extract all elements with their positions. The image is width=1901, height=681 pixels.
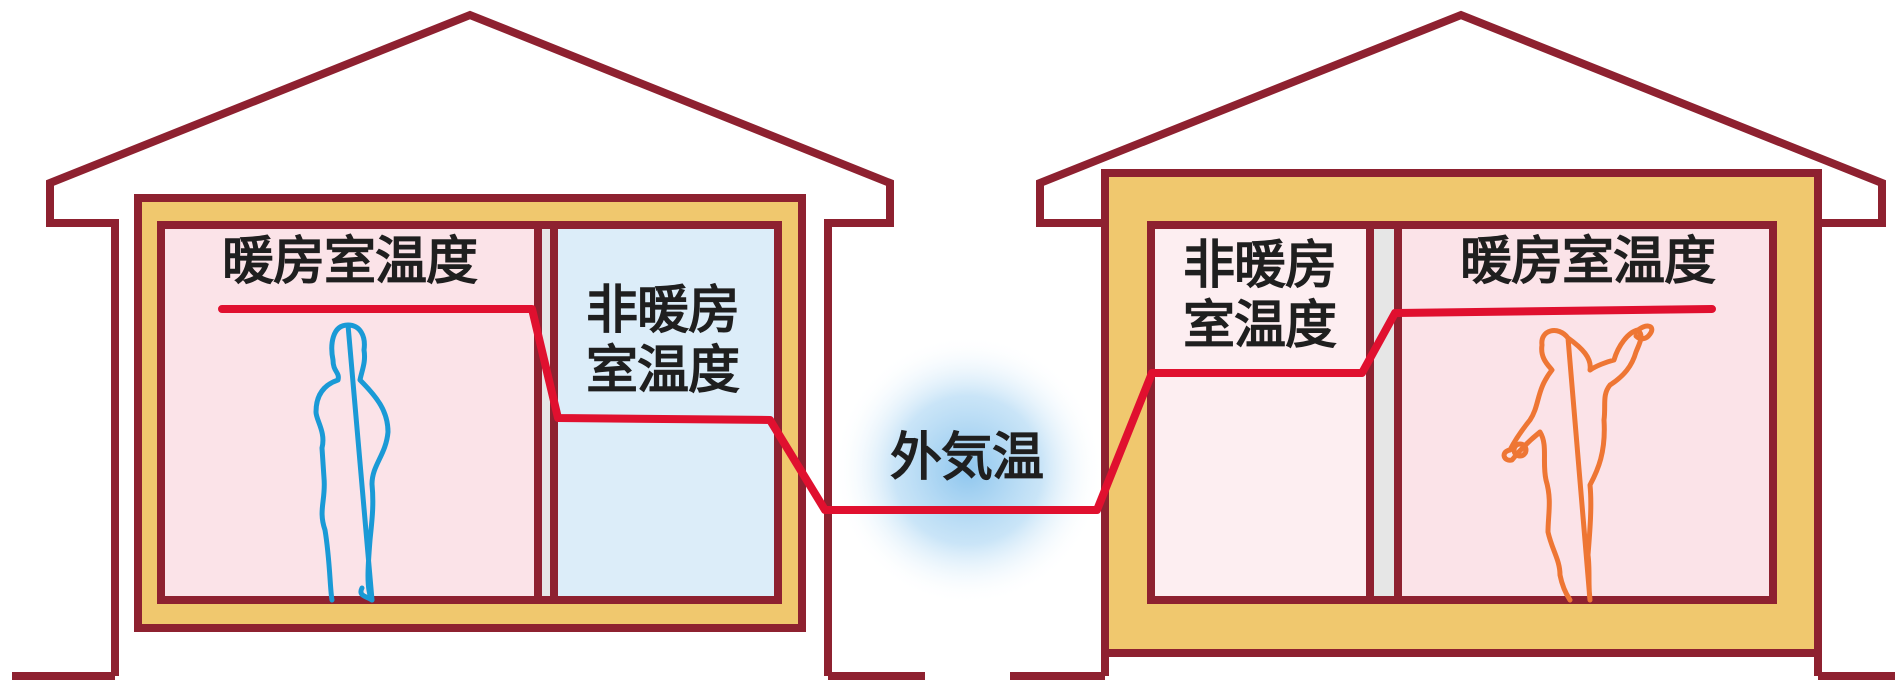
left-unheated-label-line2: 室温度: [586, 341, 740, 401]
right-unheated-label-line1: 非暖房: [1183, 236, 1337, 296]
left-house-roof: [46, 10, 894, 676]
left-heated-room-temperature-label: 暖房室温度: [222, 232, 478, 292]
right-unheated-room: [1147, 221, 1374, 604]
right-house: [1036, 10, 1886, 676]
outside-air-glow: [833, 335, 1103, 605]
right-unheated-room-temperature-label: 非暖房 室温度: [1183, 236, 1337, 356]
dancing-person-icon: [1501, 323, 1655, 603]
right-unheated-label-line2: 室温度: [1183, 296, 1337, 356]
temperature-line: [218, 305, 1716, 514]
right-partition-wall: [1366, 221, 1402, 604]
left-house: [46, 10, 894, 676]
left-unheated-room-temperature-label: 非暖房 室温度: [586, 281, 740, 401]
right-house-roof: [1036, 10, 1886, 676]
left-heated-room: [157, 221, 542, 604]
right-heated-room-temperature-label: 暖房室温度: [1460, 232, 1716, 292]
standing-person-icon: [313, 322, 391, 603]
left-unheated-label-line1: 非暖房: [586, 281, 740, 341]
outside-temperature-label: 外気温: [890, 428, 1044, 488]
